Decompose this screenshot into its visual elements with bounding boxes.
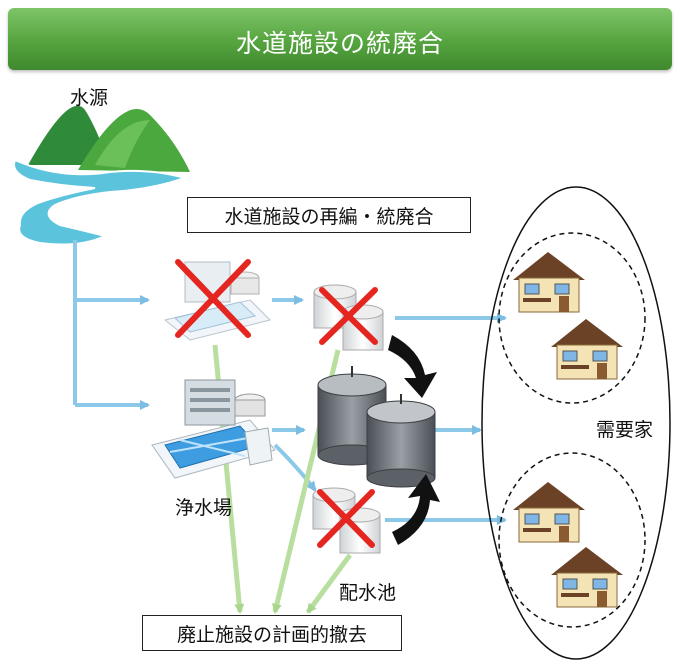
river-icon (13, 158, 189, 246)
cross-mark-icon (319, 287, 378, 345)
reservoir-icon (317, 366, 436, 488)
title-banner: 水道施設の統廃合 (8, 8, 672, 70)
page-title: 水道施設の統廃合 (235, 29, 444, 58)
house-icon (551, 547, 623, 608)
reorganization-box: 水道施設の再編・統廃合 (187, 197, 471, 233)
planned-removal-box: 廃止施設の計画的撤去 (142, 615, 402, 651)
purification-plant-label: 浄水場 (175, 497, 233, 519)
consumers-label: 需要家 (596, 419, 654, 441)
house-icon (513, 482, 585, 543)
water-source-label: 水源 (70, 87, 109, 109)
house-icon (551, 319, 623, 380)
mountain-icon (28, 105, 190, 172)
consumer-boundary (481, 186, 671, 660)
house-icon (513, 252, 585, 313)
consumer-group-top (498, 232, 646, 404)
cross-mark-icon (317, 489, 375, 548)
consolidation-arrow-icon (388, 335, 440, 545)
consumer-group-bottom (498, 452, 646, 628)
purification-plant-icon (151, 379, 276, 479)
cross-mark-icon (175, 259, 251, 338)
distribution-reservoir-label: 配水池 (339, 582, 397, 604)
water-flow-arrows (73, 240, 507, 525)
